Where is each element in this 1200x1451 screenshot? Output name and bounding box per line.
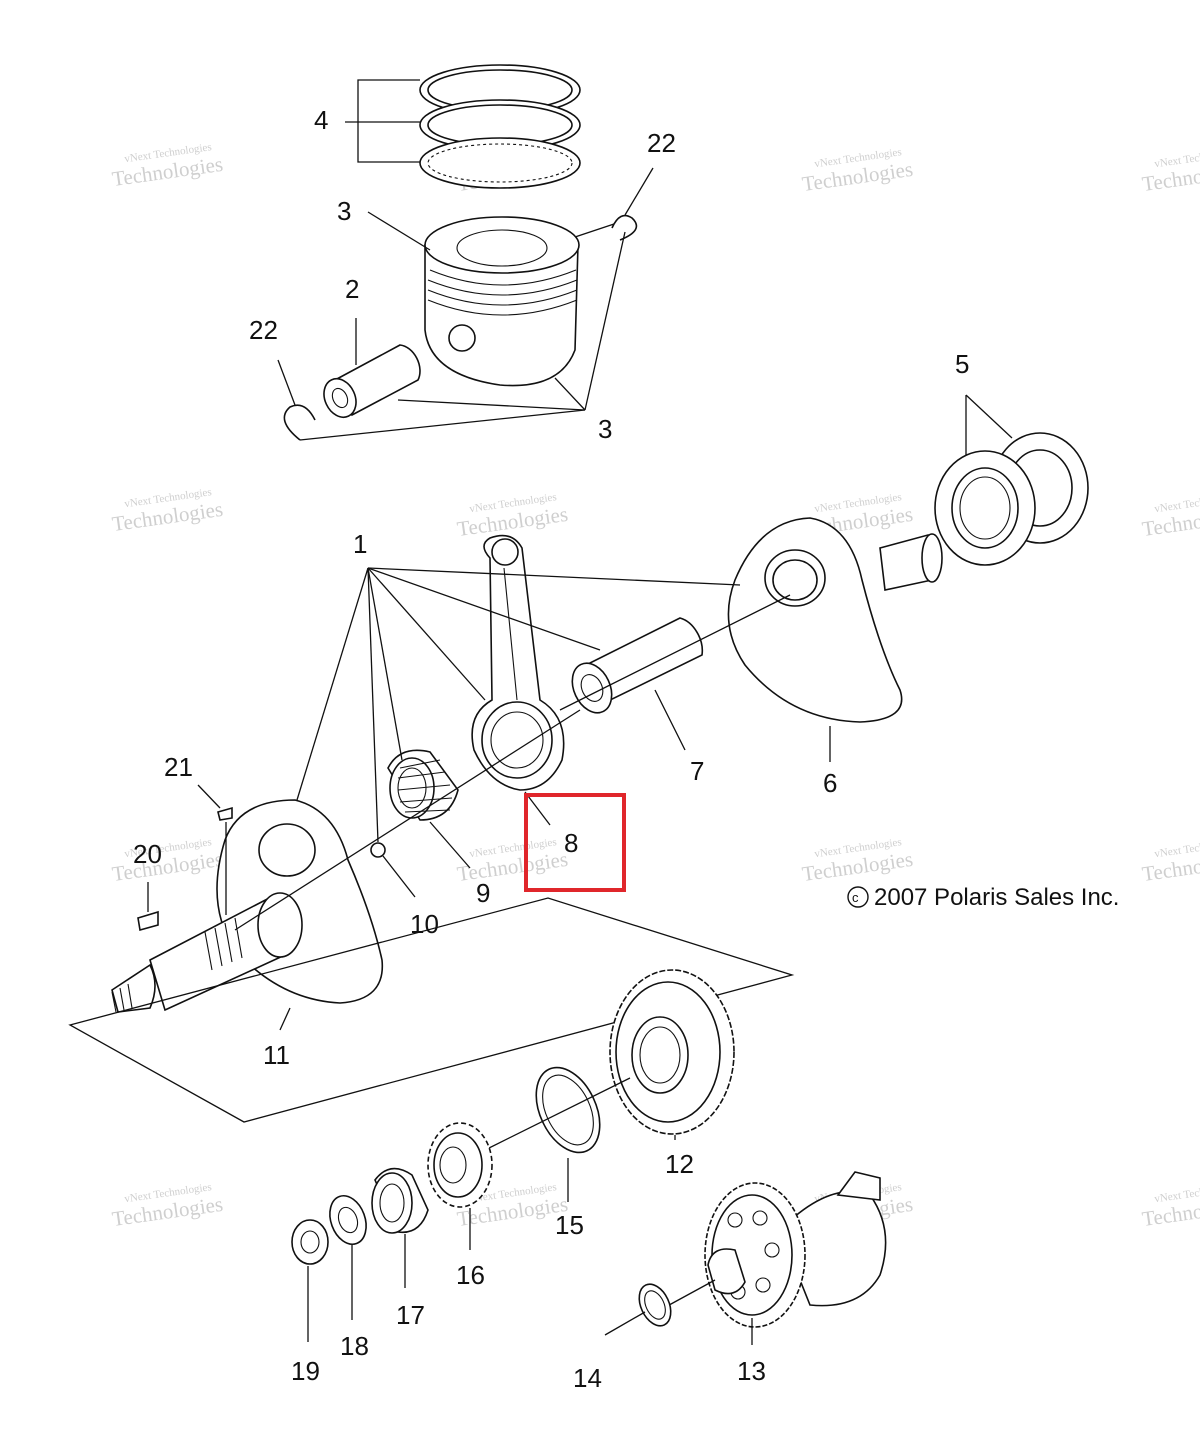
callout-11[interactable]: 11	[263, 1040, 290, 1070]
crank-pin[interactable]	[565, 617, 704, 719]
callout-21[interactable]: 21	[164, 752, 193, 782]
leader-line	[584, 231, 626, 411]
callout-8[interactable]: 8	[564, 828, 578, 858]
callout-20[interactable]: 20	[133, 839, 162, 869]
leader-line	[429, 821, 471, 869]
watermark: vNext Technologies Technologies	[110, 836, 224, 886]
key[interactable]	[137, 910, 159, 932]
callout-19[interactable]: 19	[291, 1356, 320, 1386]
callout-16[interactable]: 16	[456, 1260, 485, 1290]
leader-line	[604, 1311, 646, 1336]
watermark: vNext Technologies Technologies	[1140, 836, 1200, 886]
callout-15[interactable]: 15	[555, 1210, 584, 1240]
connecting-rod[interactable]	[471, 534, 565, 791]
balance-shaft-gear[interactable]	[704, 1171, 887, 1328]
needle-bearing[interactable]	[387, 749, 459, 821]
watermark: vNext Technologies Technologies	[110, 1181, 224, 1231]
leader-line	[624, 167, 654, 216]
watermark: vNext Technologies Technologies	[1140, 1181, 1200, 1231]
axis-line	[559, 594, 791, 711]
callout-numbers: 4 3 2 22 22 3 5 1 7 6 21 8 20 9 10 11 12…	[133, 105, 969, 1393]
crank-nut[interactable]	[291, 1219, 329, 1265]
watermark: vNext Technologies Technologies	[455, 491, 569, 541]
callout-18[interactable]: 18	[340, 1331, 369, 1361]
leader-line	[197, 784, 221, 809]
leader-line	[654, 689, 686, 751]
crankshaft-left-half[interactable]	[111, 799, 384, 1013]
callout-5[interactable]: 5	[955, 349, 969, 379]
callout-1[interactable]: 1	[353, 529, 367, 559]
shaft-washer[interactable]	[633, 1279, 677, 1331]
spacer-sleeve[interactable]	[371, 1167, 429, 1234]
callout-3[interactable]: 3	[337, 196, 351, 226]
wrist-pin[interactable]	[318, 344, 421, 422]
axis-line	[484, 1077, 631, 1151]
callout-10[interactable]: 10	[410, 909, 439, 939]
copyright-text: 2007 Polaris Sales Inc.	[874, 884, 1119, 911]
callout-13[interactable]: 13	[737, 1356, 766, 1386]
leader-line	[277, 359, 296, 406]
dowel-ball[interactable]	[370, 842, 386, 858]
callout-22[interactable]: 22	[647, 128, 676, 158]
watermark: vNext Technologies Technologies	[800, 146, 914, 196]
callout-7[interactable]: 7	[690, 756, 704, 786]
copyright-notice: c 2007 Polaris Sales Inc.	[847, 884, 1119, 911]
axis-line	[234, 709, 581, 931]
watermark: vNext Technologies Technologies	[1140, 146, 1200, 196]
leader-line	[397, 399, 586, 411]
copyright-symbol: c	[852, 890, 859, 905]
watermark: vNext Technologies Technologies	[800, 836, 914, 886]
timing-sprocket[interactable]	[427, 1122, 493, 1208]
circlip-right[interactable]	[611, 214, 638, 241]
callout-4[interactable]: 4	[314, 105, 328, 135]
piston-rings[interactable]	[419, 64, 581, 189]
piston[interactable]	[424, 216, 580, 387]
crank-gear[interactable]	[609, 969, 735, 1135]
thrust-washer[interactable]	[524, 1057, 613, 1162]
main-bearings[interactable]	[934, 432, 1089, 566]
copyright-symbol-icon	[847, 886, 869, 908]
watermark: vNext Technologies Technologies	[110, 141, 224, 191]
callout-14[interactable]: 14	[573, 1363, 602, 1393]
leader-line	[367, 211, 431, 251]
callout-12[interactable]: 12	[665, 1149, 694, 1179]
assembly-outline	[68, 897, 795, 1123]
callout-6[interactable]: 6	[823, 768, 837, 798]
callout-17[interactable]: 17	[396, 1300, 425, 1330]
highlight-box	[524, 793, 626, 892]
callout-2[interactable]: 2	[345, 274, 359, 304]
callout-3[interactable]: 3	[598, 414, 612, 444]
leader-line	[524, 791, 551, 826]
leader-line	[554, 377, 586, 411]
leader-lines-part-1	[296, 567, 741, 843]
leader-line	[382, 855, 416, 898]
lock-washer[interactable]	[323, 1191, 372, 1250]
leader-line	[299, 409, 586, 441]
watermark: vNext Technologies Technologies	[455, 836, 569, 886]
callout-9[interactable]: 9	[476, 878, 490, 908]
crankshaft-right-half[interactable]	[727, 517, 943, 723]
leader-line	[279, 1007, 291, 1031]
leader-line	[357, 79, 420, 163]
circlip-left[interactable]	[283, 404, 316, 441]
woodruff-key[interactable]	[217, 806, 233, 821]
leader-line	[965, 394, 1013, 439]
leader-line	[574, 221, 621, 238]
watermark: vNext Technologies Technologies	[1140, 491, 1200, 541]
callout-22[interactable]: 22	[249, 315, 278, 345]
watermark: vNext Technologies Technologies	[110, 486, 224, 536]
